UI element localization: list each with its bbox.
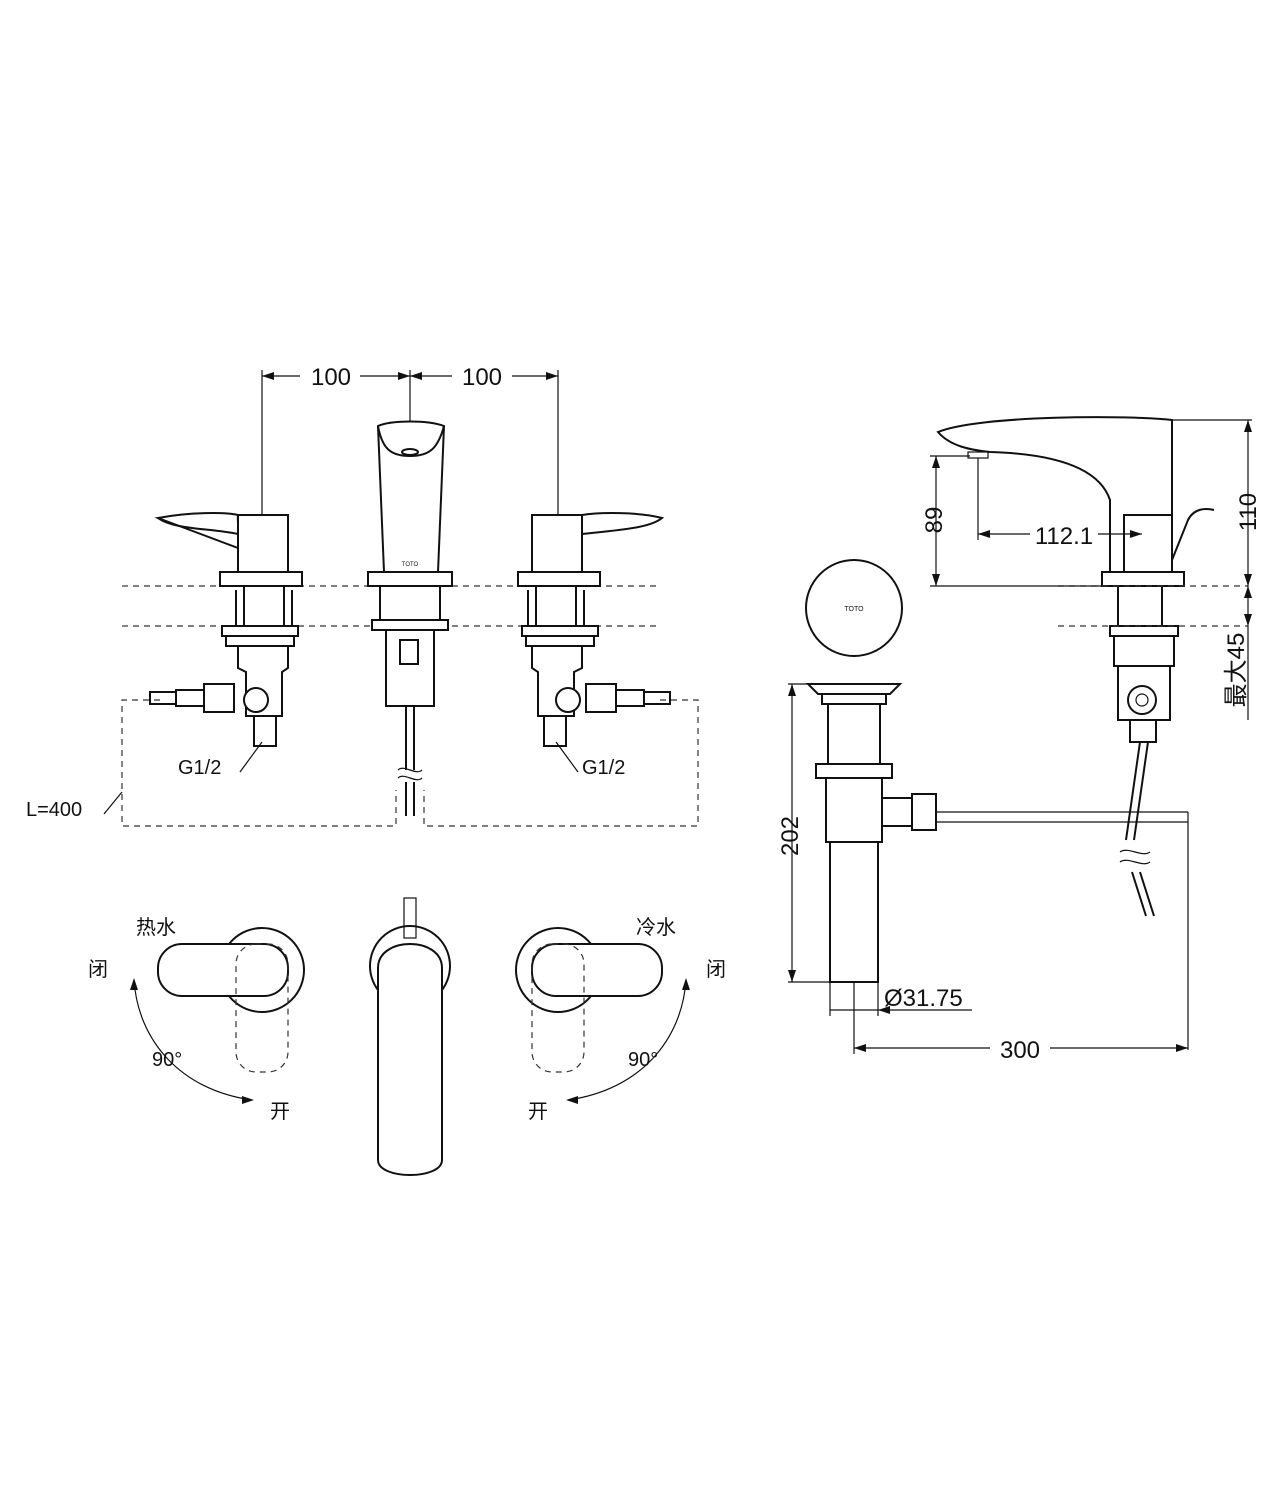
hot-water-label: 热水 [136, 916, 176, 939]
front-view: 100 100 TOTO [26, 364, 699, 827]
drain-diameter-label: Ø31.75 [884, 985, 963, 1012]
pull-rod-label: 300 [1000, 1037, 1040, 1064]
total-height-label: 110 [1235, 493, 1262, 531]
close-right-label: 闭 [706, 958, 726, 981]
drain-cap-plan [805, 559, 903, 657]
spacing-right-label: 100 [462, 364, 502, 391]
hot-handle-top: 热水 闭 开 90° [88, 916, 305, 1123]
spacing-left-label: 100 [311, 364, 351, 391]
supply-left-label: G1/2 [178, 757, 221, 779]
spout-brand: TOTO [402, 562, 419, 568]
spout-height-label: 89 [921, 507, 948, 534]
center-spout: TOTO [367, 420, 453, 816]
open-right-label: 开 [528, 1101, 548, 1123]
reach-label: 112.1 [1035, 523, 1093, 550]
drain-length-label: 202 [777, 816, 804, 856]
supply-right-label: G1/2 [582, 757, 625, 779]
cold-handle-top: 冷水 闭 开 90° [515, 916, 726, 1123]
close-left-label: 闭 [88, 958, 108, 981]
hose-length-label: L=400 [26, 799, 82, 821]
open-left-label: 开 [270, 1101, 290, 1123]
cold-water-label: 冷水 [636, 916, 676, 939]
max-deck-label: 最大45 [1223, 633, 1250, 708]
spacing-dimension: 100 100 [261, 364, 559, 580]
angle-right-label: 90° [628, 1049, 658, 1071]
cold-handle-valve [517, 512, 671, 747]
drain-cap-brand: TOTO [844, 606, 864, 613]
side-view: 89 110 最大45 112.1 TOTO [777, 416, 1262, 1064]
hot-handle-valve [149, 512, 303, 747]
top-view: 热水 闭 开 90° 冷水 闭 开 90° [88, 897, 726, 1176]
spout-top [369, 897, 451, 1176]
